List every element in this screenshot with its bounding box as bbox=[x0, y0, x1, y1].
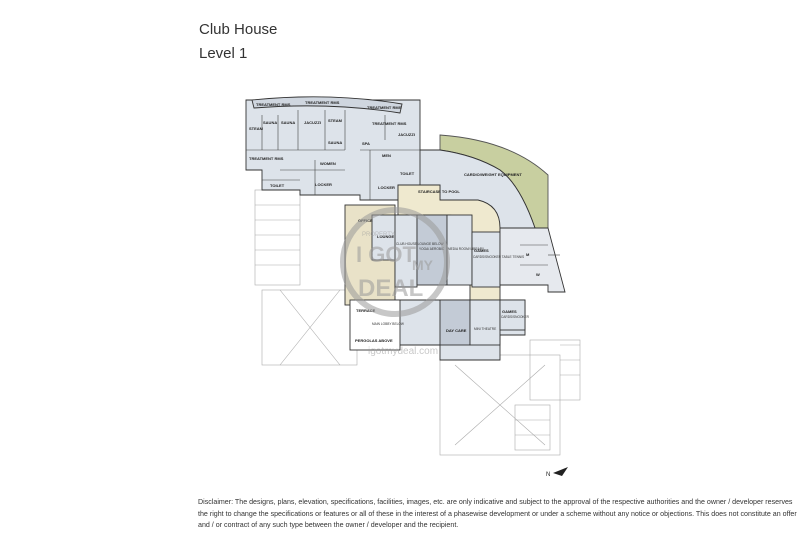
label-media-room: MEDIA ROOM/ LIBRARY bbox=[448, 247, 485, 251]
label-steam-2: STEAM bbox=[328, 118, 343, 123]
label-games-2-sub: CARDS/SNOOKER bbox=[501, 315, 530, 319]
label-toilet-1: TOILET bbox=[400, 171, 415, 176]
label-mini-theatre: MINI THEATRE bbox=[474, 327, 496, 331]
label-locker-1: LOCKER bbox=[315, 182, 332, 187]
label-jacuzzi-1: JACUZZI bbox=[304, 120, 321, 125]
treatment-band bbox=[251, 96, 403, 114]
media-room bbox=[446, 214, 473, 286]
label-cardio: CARDIO/WEIGHT EQUIPMENT bbox=[464, 172, 522, 177]
label-treatment-rms-3: TREATMENT RMS bbox=[367, 105, 402, 110]
label-sauna-2: SAUNA bbox=[281, 120, 295, 125]
north-arrow: N bbox=[546, 467, 568, 478]
label-main-lobby: MAIN LOBBY BELOW bbox=[372, 322, 404, 326]
label-lounge: LOUNGE bbox=[377, 234, 394, 239]
label-terrace: TERRACE bbox=[356, 308, 376, 313]
label-sauna-1: SAUNA bbox=[263, 120, 277, 125]
watermark-ring-text: PROPERTY bbox=[362, 232, 395, 238]
page-title: Club House bbox=[199, 21, 278, 38]
label-club-house-lounge: CLUB HOUSE LOUNGE BELOW bbox=[396, 242, 443, 246]
toilet-block-east bbox=[499, 227, 566, 293]
label-treatment-rms-4: TREATMENT RMS bbox=[372, 121, 407, 126]
label-men: MEN bbox=[382, 153, 391, 158]
watermark-text-3: DEAL bbox=[358, 275, 423, 302]
label-treatment-rms-1: TREATMENT RMS bbox=[256, 102, 291, 107]
label-w: W bbox=[536, 272, 540, 277]
watermark-logo: PROPERTY I GOT MY DEAL igotmydeal.com bbox=[340, 207, 450, 357]
site-block-southwest bbox=[261, 289, 358, 366]
label-sauna-3: SAUNA bbox=[328, 140, 342, 145]
label-jacuzzi-2: JACUZZI bbox=[398, 132, 415, 137]
watermark-text-1: I GOT bbox=[356, 242, 416, 267]
partitions bbox=[246, 110, 560, 266]
watermark-url: igotmydeal.com bbox=[368, 346, 438, 357]
label-day-care: DAY CARE bbox=[446, 328, 467, 333]
watermark-text-2: MY bbox=[412, 257, 434, 273]
day-care-room bbox=[439, 299, 471, 346]
label-women: WOMEN bbox=[320, 161, 336, 166]
label-pergolas: PERGOLAS ABOVE bbox=[355, 338, 393, 343]
label-steam-1: STEAM bbox=[249, 126, 264, 131]
mini-theatre-room bbox=[469, 299, 501, 346]
label-staircase: STAIRCASE TO POOL bbox=[418, 189, 460, 194]
label-locker-2: LOCKER bbox=[378, 185, 395, 190]
room-labels: TREATMENT RMS TREATMENT RMS TREATMENT RM… bbox=[249, 100, 540, 343]
page-subtitle: Level 1 bbox=[199, 45, 248, 62]
games-room-2 bbox=[499, 299, 526, 331]
north-arrow-icon bbox=[553, 467, 568, 476]
label-games-2: GAMES bbox=[502, 309, 517, 314]
label-toilet-2: TOILET bbox=[270, 183, 285, 188]
label-m: M bbox=[526, 252, 530, 257]
label-treatment-rms-5: TREATMENT RMS bbox=[249, 156, 284, 161]
games-room-1 bbox=[471, 231, 501, 288]
label-games-1: GAMES bbox=[474, 248, 489, 253]
watermark-ring bbox=[340, 207, 450, 317]
disclaimer-text: Disclaimer: The designs, plans, elevatio… bbox=[198, 498, 797, 529]
site-block-west bbox=[254, 189, 301, 286]
north-label: N bbox=[546, 472, 550, 478]
label-spa: SPA bbox=[362, 141, 370, 146]
label-yoga: YOGA/ AEROBIC bbox=[419, 247, 445, 251]
label-games-1-sub: CARDS/SNOOKER TABLE TENNIS bbox=[473, 255, 524, 259]
label-treatment-rms-2: TREATMENT RMS bbox=[305, 100, 340, 105]
